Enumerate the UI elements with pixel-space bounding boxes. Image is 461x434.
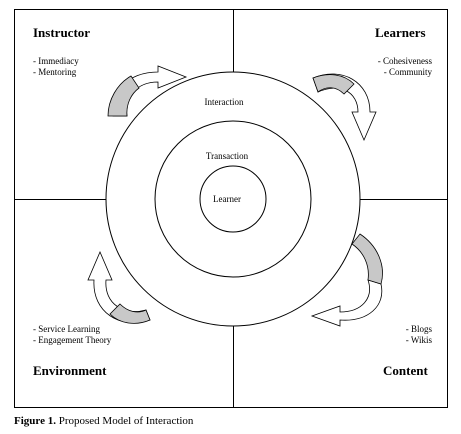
learner-label: Learner [213,194,241,204]
instructor-curved-arrow [107,65,188,117]
learners-item: - Cohesiveness [377,56,432,66]
content-curved-arrow [310,233,383,327]
instructor-title: Instructor [33,25,91,40]
environment-items: - Service Learning - Engagement Theory [33,324,111,346]
environment-curved-arrow [87,250,151,324]
learners-title: Learners [375,25,426,40]
figure-label: Figure 1. [14,415,56,427]
instructor-item: - Immediacy [33,56,79,66]
interaction-label: Interaction [204,97,244,107]
learners-items: - Cohesiveness - Community [378,56,432,78]
environment-item: - Service Learning [33,324,100,334]
content-item: - Blogs [405,324,432,334]
learners-curved-arrow [312,73,377,142]
content-title: Content [383,363,428,378]
instructor-item: - Mentoring [33,67,77,77]
content-items: - Blogs - Wikis [406,324,432,346]
transaction-label: Transaction [205,151,249,161]
instructor-items: - Immediacy - Mentoring [33,56,79,78]
frame [14,9,448,408]
figure-caption: Figure 1. Proposed Model of Interaction [14,415,193,427]
figure-caption-text: Proposed Model of Interaction [55,415,194,427]
learner-ring [199,165,267,233]
learners-item: - Community [383,67,432,77]
environment-title: Environment [33,363,107,378]
content-item: - Wikis [405,335,432,345]
environment-item: - Engagement Theory [33,335,112,345]
